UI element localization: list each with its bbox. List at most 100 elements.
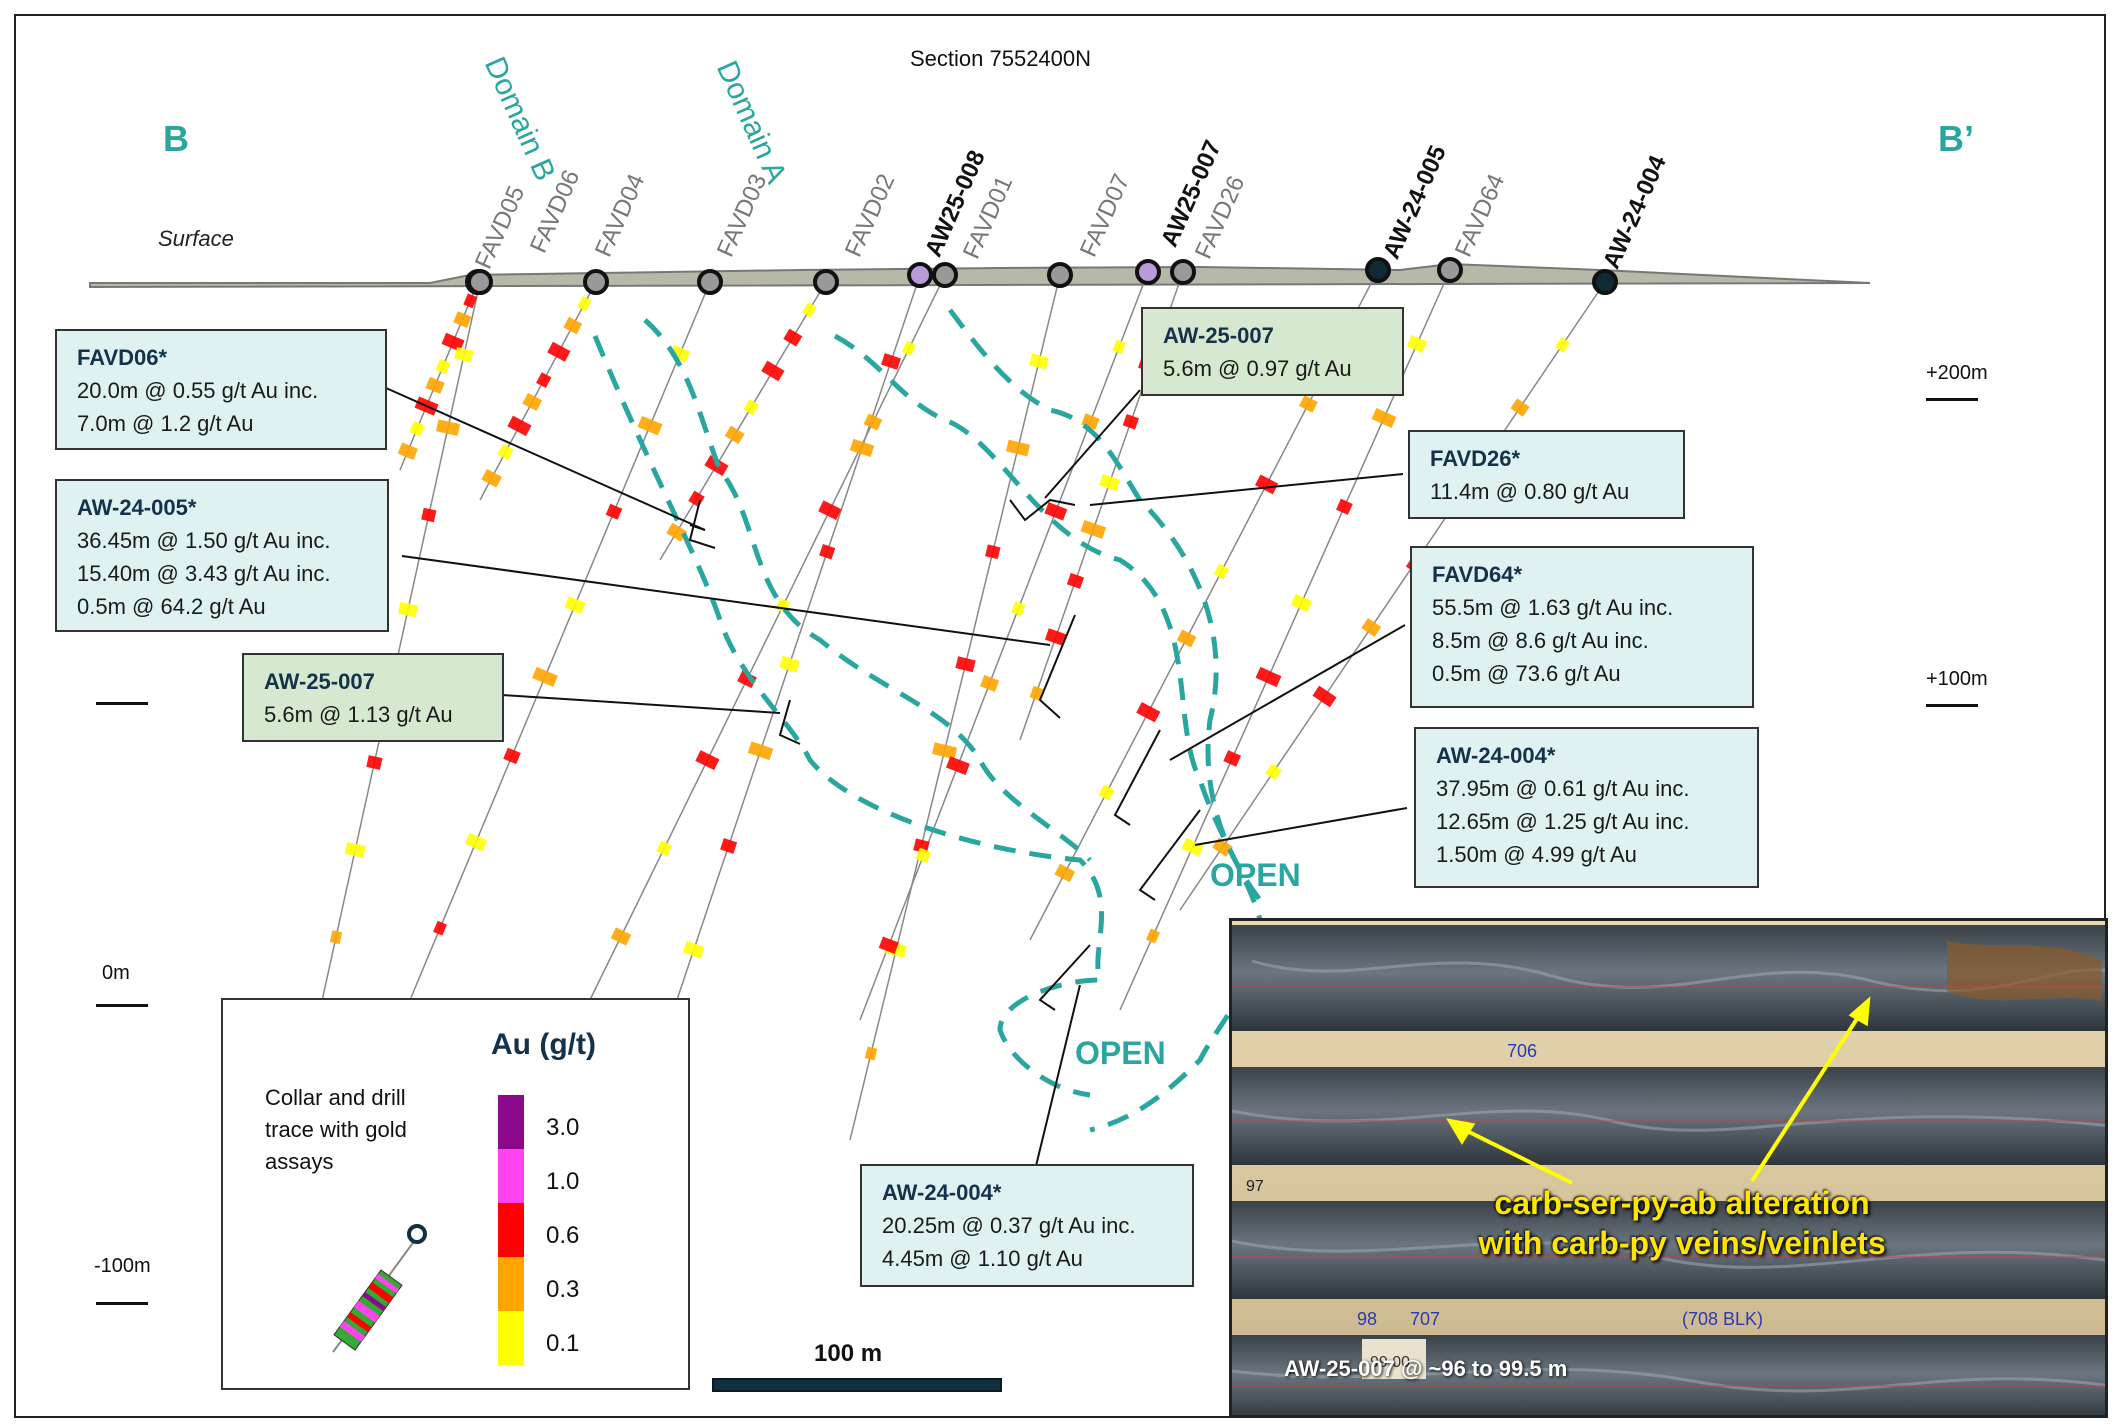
assay-interval xyxy=(1044,628,1067,646)
assay-interval xyxy=(864,1046,878,1061)
intercept-box: AW-25-007 5.6m @ 1.13 g/t Au xyxy=(242,653,504,742)
intercept-line: 0.5m @ 64.2 g/t Au xyxy=(77,594,266,619)
section-end-left: B xyxy=(163,118,189,159)
domain-b-outline xyxy=(592,335,1104,1098)
intercept-title: AW-24-004* xyxy=(1436,743,1556,768)
tray-mark: 707 xyxy=(1410,1309,1440,1329)
collar-marker xyxy=(1047,262,1073,288)
drill-trace xyxy=(479,281,597,501)
intercept-line: 36.45m @ 1.50 g/t Au inc. xyxy=(77,528,331,553)
assay-interval xyxy=(1265,763,1282,781)
intercept-line: 0.5m @ 73.6 g/t Au xyxy=(1432,661,1621,686)
assay-interval xyxy=(421,507,437,523)
section-title: Section 7552400N xyxy=(910,46,1092,71)
assay-interval xyxy=(1361,617,1382,637)
assay-interval xyxy=(503,747,521,765)
intercept-box: FAVD26* 11.4m @ 0.80 g/t Au xyxy=(1408,430,1685,519)
intercept-title: AW-25-007 xyxy=(1163,323,1274,348)
collar-marker xyxy=(813,269,839,295)
legend-value: 3.0 xyxy=(546,1114,580,1141)
intercept-line: 55.5m @ 1.63 g/t Au inc. xyxy=(1432,595,1674,620)
tray-mark: 97 xyxy=(1246,1178,1264,1195)
scale-bar-label: 100 m xyxy=(814,1340,883,1367)
drill-trace xyxy=(319,281,481,1011)
assay-interval xyxy=(747,741,774,761)
legend-description-line: trace with gold xyxy=(265,1117,407,1142)
intercept-line: 20.0m @ 0.55 g/t Au inc. xyxy=(77,378,319,403)
assay-interval xyxy=(547,341,571,362)
assay-interval xyxy=(720,837,738,854)
drill-trace xyxy=(659,281,827,561)
assay-interval xyxy=(979,674,1000,692)
assay-interval xyxy=(1005,439,1031,457)
drill-trace xyxy=(409,281,711,1001)
drill-trace xyxy=(849,274,1061,1141)
legend-value: 1.0 xyxy=(546,1168,580,1195)
assay-interval xyxy=(1510,398,1530,417)
assay-interval xyxy=(1029,353,1049,370)
assay-interval xyxy=(915,847,932,864)
collar-marker xyxy=(1437,257,1463,283)
legend-swatch xyxy=(498,1095,524,1149)
section-end-right: B’ xyxy=(1938,118,1974,159)
elevation-label: -100m xyxy=(94,1255,151,1277)
legend-drill-sample-icon xyxy=(332,1224,427,1353)
intercept-line: 4.45m @ 1.10 g/t Au xyxy=(882,1246,1083,1271)
assay-interval xyxy=(931,742,958,760)
assay-interval xyxy=(1212,837,1233,857)
assay-interval xyxy=(688,490,705,508)
intercept-brackets xyxy=(688,498,1201,1011)
assay-interval xyxy=(366,755,383,770)
assay-interval xyxy=(913,838,930,854)
legend-description: Collar and drill trace with gold assays xyxy=(265,1082,407,1178)
assay-interval xyxy=(433,920,447,936)
assay-interval xyxy=(522,392,543,411)
intercept-box: AW-24-005* 36.45m @ 1.50 g/t Au inc. 15.… xyxy=(55,479,389,632)
collar-marker xyxy=(697,269,723,295)
assay-interval xyxy=(1054,863,1076,883)
assay-interval xyxy=(637,415,663,436)
assay-interval xyxy=(779,655,800,673)
assay-interval xyxy=(656,840,673,857)
intercept-line: 15.40m @ 3.43 g/t Au inc. xyxy=(77,561,331,586)
domain-a-outline-right xyxy=(948,308,1263,902)
domain-b-outline-upper xyxy=(643,318,1092,862)
open-label: OPEN xyxy=(1075,1035,1166,1071)
scale-bar xyxy=(712,1378,1002,1392)
assay-interval xyxy=(605,503,623,520)
assay-interval xyxy=(453,311,472,329)
assay-interval xyxy=(783,328,803,347)
intercept-line: 5.6m @ 1.13 g/t Au xyxy=(264,702,453,727)
assay-interval xyxy=(435,358,451,375)
assay-interval xyxy=(666,522,687,542)
drill-trace xyxy=(584,274,946,1011)
legend-swatch xyxy=(498,1149,524,1203)
tray-mark: 99.00 xyxy=(1370,1354,1410,1371)
leader-lines xyxy=(385,387,1408,1171)
assay-interval xyxy=(532,666,558,687)
assay-interval xyxy=(881,353,901,370)
intercept-title: AW-24-004* xyxy=(882,1180,1002,1205)
intercept-box: AW-25-007 5.6m @ 0.97 g/t Au xyxy=(1141,307,1404,396)
assay-interval xyxy=(536,372,552,388)
legend-description-line: Collar and drill xyxy=(265,1085,406,1110)
legend-description-line: assays xyxy=(265,1149,334,1174)
assay-interval xyxy=(435,419,461,436)
legend-swatch xyxy=(498,1311,524,1365)
collar-marker xyxy=(932,262,958,288)
legend-value: 0.1 xyxy=(546,1330,580,1357)
assay-interval xyxy=(955,656,976,673)
intercept-line: 20.25m @ 0.37 g/t Au inc. xyxy=(882,1213,1136,1238)
photo-annotation-line: carb-ser-py-ab alteration xyxy=(1494,1185,1870,1221)
collar-marker xyxy=(467,269,493,295)
collar-marker xyxy=(907,262,933,288)
collar-marker xyxy=(1135,259,1161,285)
assay-interval xyxy=(464,832,488,852)
intercept-line: 12.65m @ 1.25 g/t Au inc. xyxy=(1436,809,1690,834)
core-photo: 706 97 98 707 (708 BLK) 99.00 carb-ser-p… xyxy=(1229,918,2108,1418)
photo-annotation: carb-ser-py-ab alteration with carb-py v… xyxy=(1472,1183,1892,1263)
assay-interval xyxy=(1098,784,1115,801)
intercept-line: 5.6m @ 0.97 g/t Au xyxy=(1163,356,1352,381)
assay-interval xyxy=(1371,408,1397,428)
